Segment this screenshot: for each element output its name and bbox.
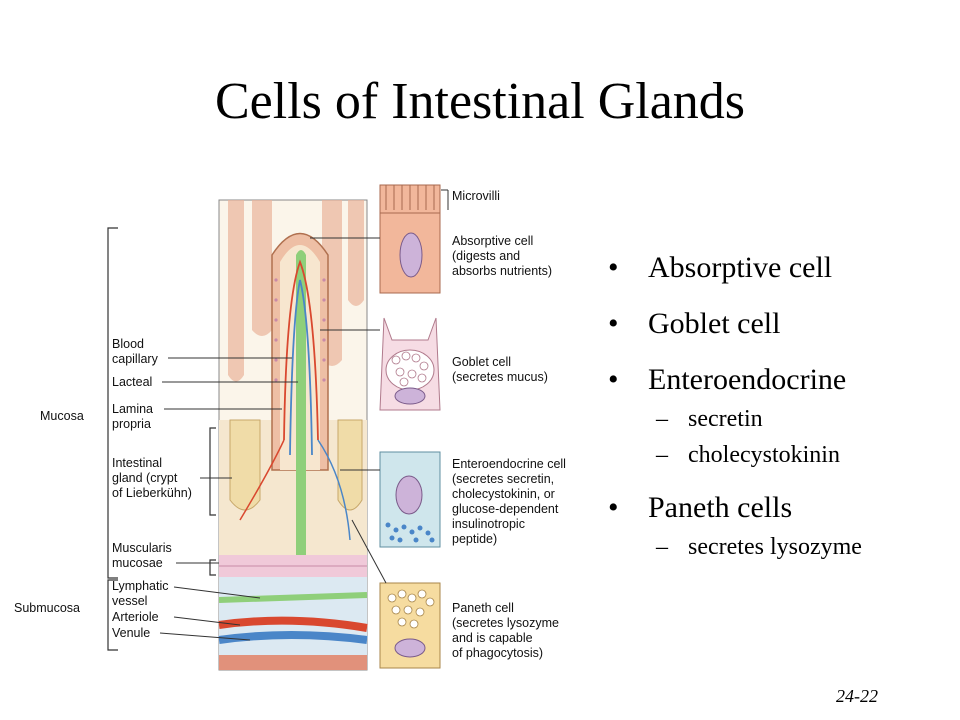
sub-bullet-cholecystokinin: cholecystokinin bbox=[608, 440, 948, 470]
venule bbox=[218, 631, 368, 644]
sub-bullet-secretes-lysozyme: secretes lysozyme bbox=[608, 532, 948, 562]
paneth-cell-illustration bbox=[379, 582, 441, 669]
slide-title: Cells of Intestinal Glands bbox=[214, 73, 746, 130]
label-arteriole: Arteriole bbox=[112, 610, 159, 624]
artery-capillary bbox=[283, 259, 319, 441]
intestinal-gland-figure: Mucosa Submucosa Blood capillary Lacteal… bbox=[14, 184, 569, 671]
arteriole bbox=[218, 616, 368, 632]
bullet-absorptive-cell: Absorptive cell bbox=[608, 250, 948, 286]
label-lamina-propria: Lamina propria bbox=[112, 402, 156, 431]
label-blood-capillary: Blood capillary bbox=[112, 337, 159, 366]
left-leader-lines bbox=[159, 357, 298, 641]
enteroendocrine-cell-illustration bbox=[379, 451, 441, 548]
label-goblet-cell: Goblet cell (secretes mucus) bbox=[452, 355, 548, 384]
inset-leader-lines bbox=[310, 189, 449, 584]
tissue-block bbox=[218, 199, 368, 671]
label-mucosa: Mucosa bbox=[40, 409, 84, 423]
label-muscularis-mucosae: Muscularis mucosae bbox=[112, 541, 175, 570]
label-paneth-cell: Paneth cell (secretes lysozyme and is ca… bbox=[452, 601, 562, 660]
bullet-enteroendocrine: Enteroendocrine bbox=[608, 362, 948, 398]
bullet-paneth-cells: Paneth cells bbox=[608, 490, 948, 526]
bullet-list: Absorptive cell Goblet cell Enteroendocr… bbox=[608, 250, 948, 582]
vein-capillary bbox=[289, 279, 313, 456]
label-absorptive-cell: Absorptive cell (digests and absorbs nut… bbox=[452, 234, 552, 278]
label-microvilli: Microvilli bbox=[452, 189, 500, 203]
goblet-cell-illustration bbox=[379, 317, 441, 411]
crypt-right bbox=[337, 419, 363, 511]
absorptive-cell-illustration bbox=[379, 184, 441, 294]
label-intestinal-gland: Intestinal gland (crypt of Lieberkühn) bbox=[112, 456, 192, 500]
label-lacteal: Lacteal bbox=[112, 375, 152, 389]
sub-bullet-secretin: secretin bbox=[608, 404, 948, 434]
slide-number: 24-22 bbox=[836, 686, 878, 706]
label-enteroendocrine-cell: Enteroendocrine cell (secretes secretin,… bbox=[452, 457, 569, 546]
layer-brackets bbox=[107, 227, 216, 651]
label-submucosa: Submucosa bbox=[14, 601, 80, 615]
bullet-goblet-cell: Goblet cell bbox=[608, 306, 948, 342]
crypt-left bbox=[229, 419, 261, 511]
label-lymphatic-vessel: Lymphatic vessel bbox=[112, 579, 172, 608]
label-venule: Venule bbox=[112, 626, 150, 640]
